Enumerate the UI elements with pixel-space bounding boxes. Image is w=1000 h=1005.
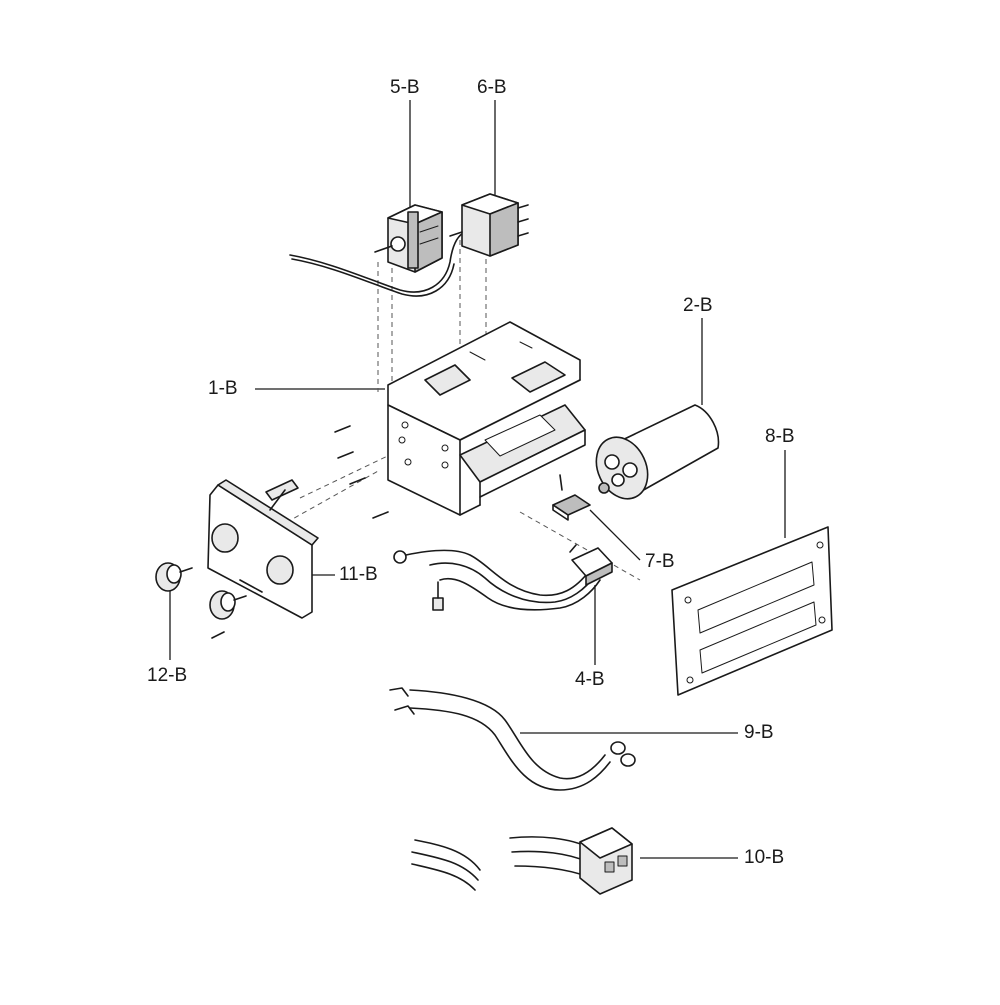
part-6b-relay: [449, 193, 529, 257]
callout-9b: 9-B: [744, 722, 774, 743]
callout-6b: 6-B: [477, 77, 507, 98]
part-11b-panel: [207, 479, 319, 619]
part-4b-harness: [393, 544, 613, 611]
part-7b-clip: [552, 494, 591, 521]
leader-lines: [169, 100, 786, 859]
part-5b-switch: [289, 204, 466, 297]
callout-12b: 12-B: [147, 665, 188, 686]
callout-5b: 5-B: [390, 77, 420, 98]
chassis-screws: [334, 425, 563, 519]
part-8b-back-panel: [671, 526, 833, 696]
part-9b-cable: [389, 687, 636, 791]
callout-7b: 7-B: [645, 551, 675, 572]
part-1b-chassis: [387, 321, 586, 516]
callout-11b: 11-B: [339, 564, 378, 585]
part-10b-connector: [411, 827, 633, 895]
callout-1b: 1-B: [208, 378, 238, 399]
callout-8b: 8-B: [765, 426, 795, 447]
part-2b-capacitor: [595, 404, 720, 500]
part-12b-knobs: [155, 562, 247, 639]
callout-4b: 4-B: [575, 669, 605, 690]
alignment-guides: [254, 240, 641, 581]
callout-2b: 2-B: [683, 295, 713, 316]
callout-10b: 10-B: [744, 847, 785, 868]
